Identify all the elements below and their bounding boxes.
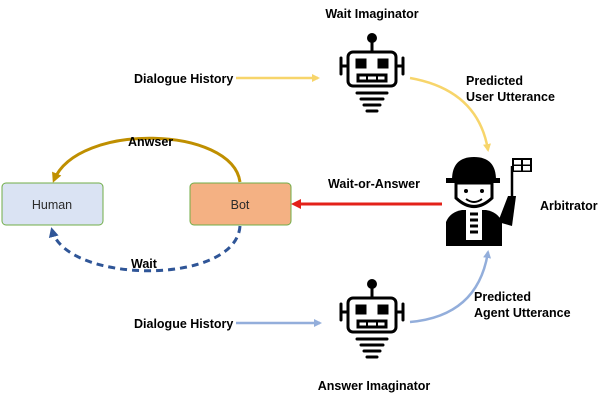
answer-imaginator-robot-icon [339,279,405,359]
wait-label: Wait [131,257,158,271]
human-node [1,182,104,226]
human-label: Human [32,198,72,212]
answer-label: Anwser [128,135,173,149]
answer-imaginator-title: Answer Imaginator [318,379,431,393]
wait-imaginator-robot-icon [339,33,405,113]
predicted-user-arrow [409,76,491,152]
arbitrator-icon [446,157,532,246]
predicted-user-label-1: Predicted [466,74,523,88]
predicted-agent-label-2: Agent Utterance [474,306,571,320]
answer-arrow [52,136,242,183]
bot-node [189,182,292,226]
predicted-agent-arrow [409,250,492,324]
dialogue-history-top-label: Dialogue History [134,72,233,86]
predicted-user-label-2: User Utterance [466,90,555,104]
bot-label: Bot [231,198,250,212]
arbitrator-label: Arbitrator [540,199,598,213]
predicted-agent-label-1: Predicted [474,290,531,304]
wait-or-answer-label: Wait-or-Answer [328,177,420,191]
wait-imaginator-title: Wait Imaginator [325,7,418,21]
dialogue-history-bottom-label: Dialogue History [134,317,233,331]
wait-arrow [48,225,242,273]
